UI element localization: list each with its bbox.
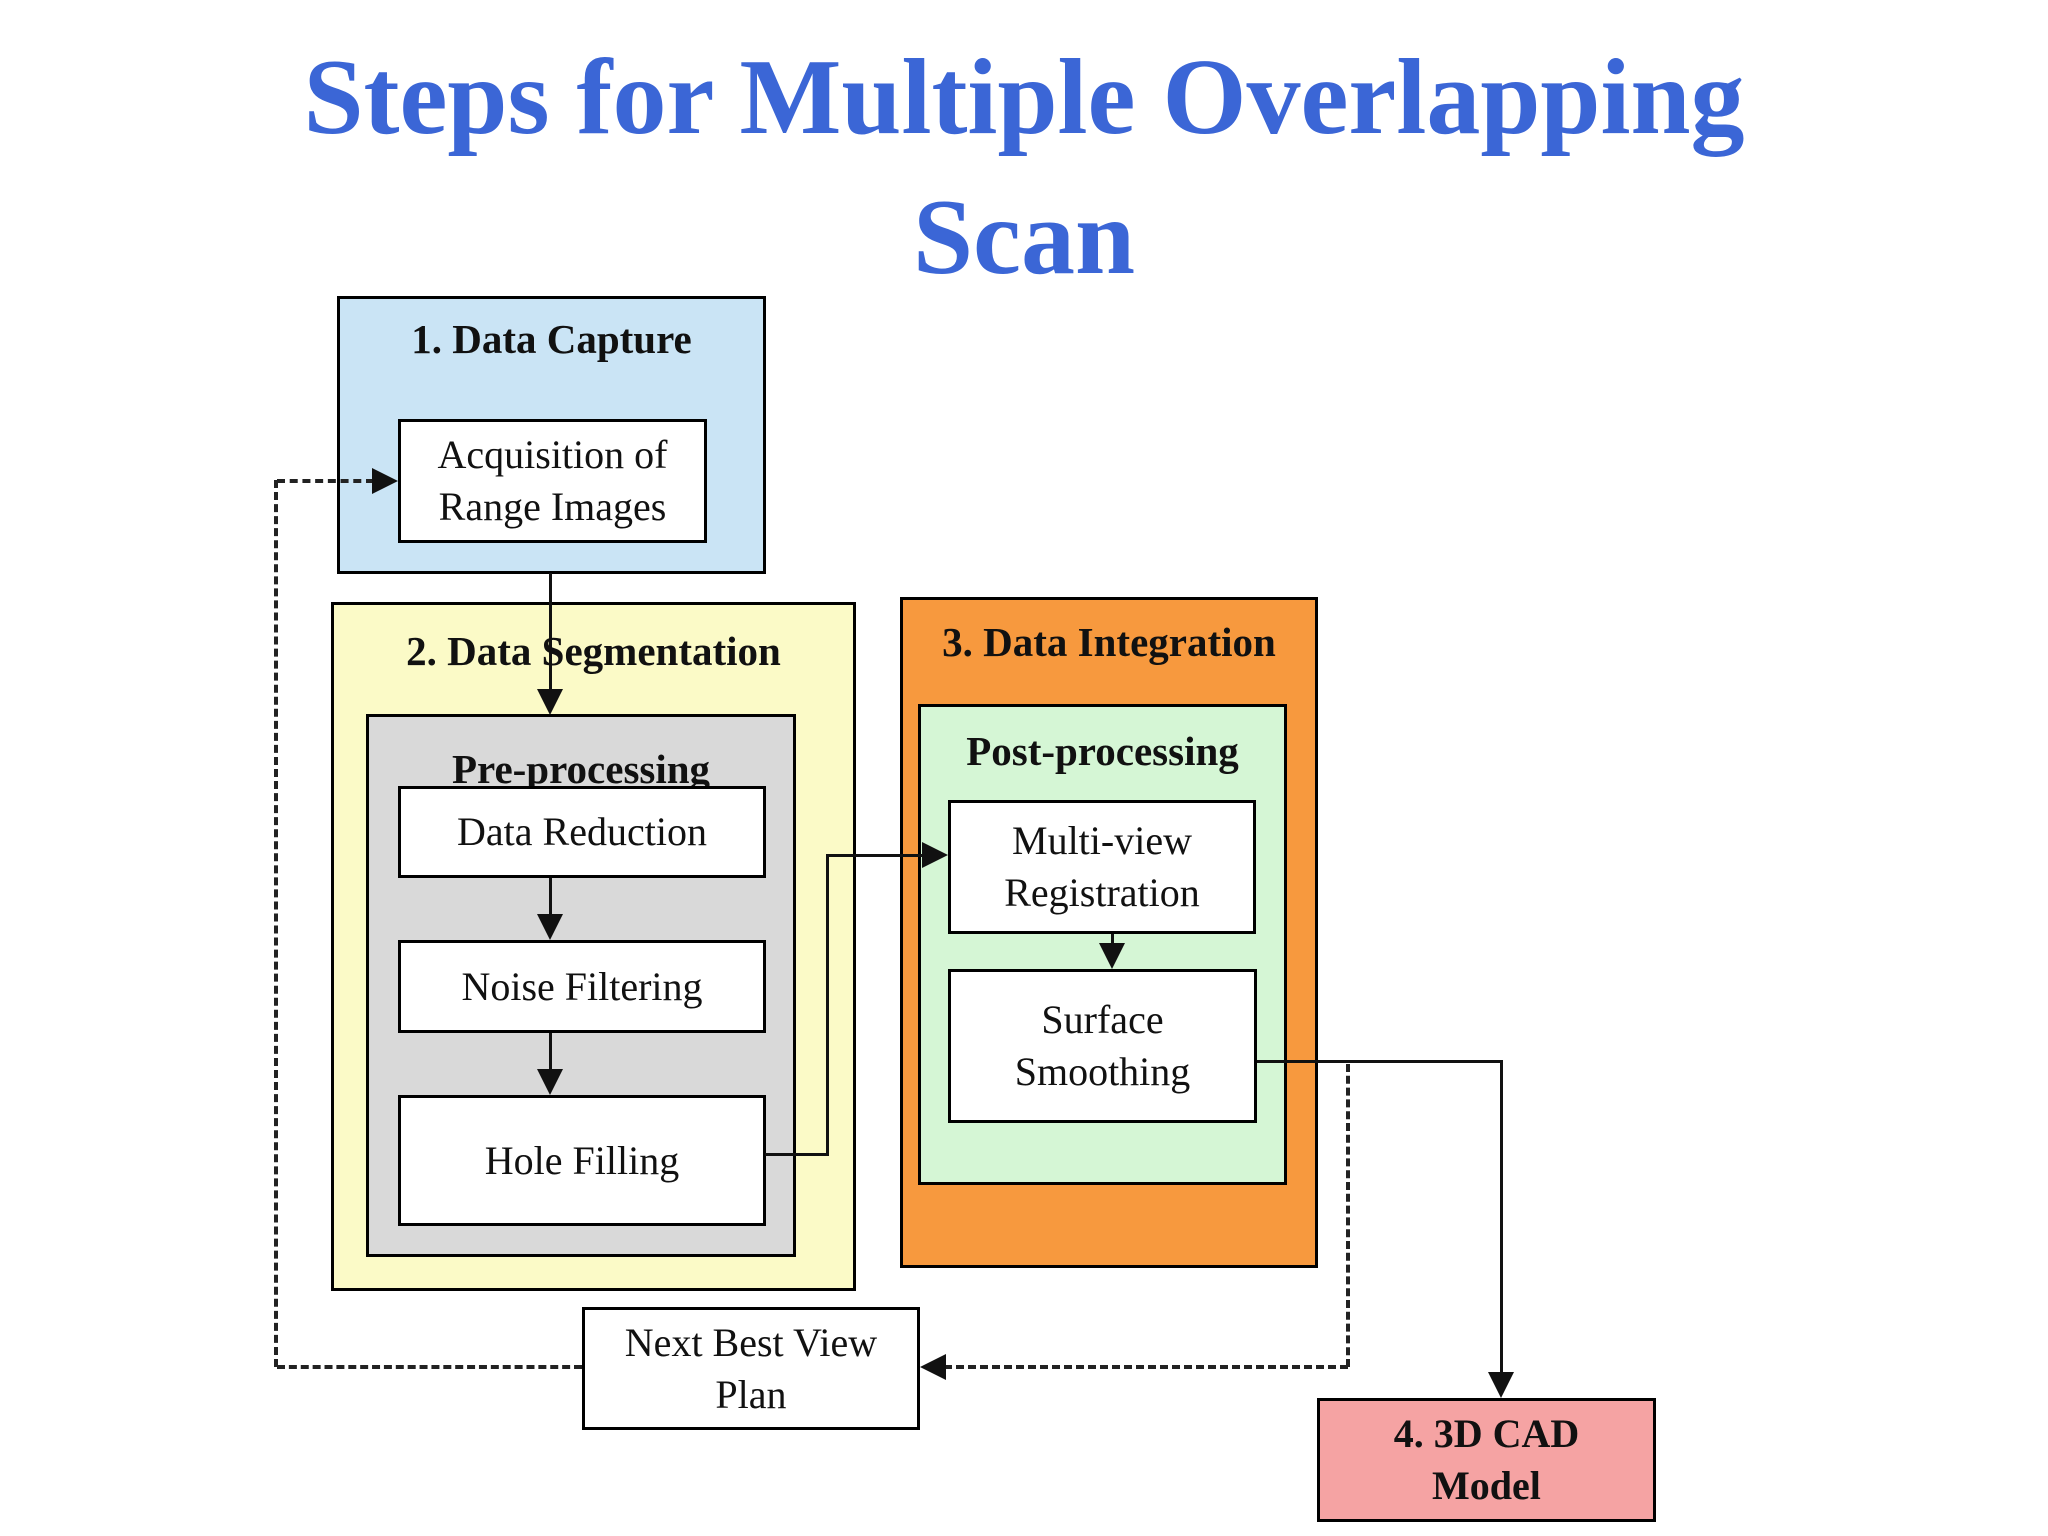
arrow-filtering-to-hole-filling-line bbox=[549, 1033, 552, 1071]
dashed-left-bottom-horizontal bbox=[277, 1365, 582, 1369]
connector-smoothing-seg-horizontal bbox=[1257, 1060, 1503, 1063]
dashed-feedback-head-icon bbox=[920, 1354, 946, 1380]
box-surface-smoothing: Surface Smoothing bbox=[948, 969, 1257, 1123]
arrow-capture-to-preprocessing-head-icon bbox=[537, 689, 563, 715]
cad-model-line-1: 4. 3D CAD bbox=[1393, 1411, 1580, 1456]
dashed-left-vertical bbox=[274, 480, 278, 1367]
connector-smoothing-seg-vertical bbox=[1500, 1060, 1503, 1372]
arrow-registration-to-smoothing-head-icon bbox=[1099, 943, 1125, 969]
box-multi-view-registration-label: Multi-view Registration bbox=[1004, 815, 1200, 919]
cad-model-line-2: Model bbox=[1432, 1463, 1541, 1508]
arrow-filtering-to-hole-filling-head-icon bbox=[537, 1069, 563, 1095]
box-3d-cad-model: 4. 3D CAD Model bbox=[1317, 1398, 1656, 1522]
dashed-right-vertical bbox=[1346, 1064, 1350, 1367]
arrow-registration-to-smoothing-line bbox=[1111, 934, 1114, 947]
connector-hole-filling-seg-top bbox=[826, 854, 922, 857]
box-multi-view-registration: Multi-view Registration bbox=[948, 800, 1256, 934]
title-line-2: Scan bbox=[912, 178, 1136, 297]
connector-hole-filling-seg-vertical bbox=[826, 854, 829, 1156]
next-best-view-line-1: Next Best View bbox=[624, 1319, 878, 1365]
box-pre-processing-title: Pre-processing bbox=[451, 746, 711, 792]
box-data-segmentation-title: 2. Data Segmentation bbox=[406, 628, 781, 674]
box-noise-filtering-label: Noise Filtering bbox=[461, 963, 703, 1009]
connector-hole-filling-seg-bottom bbox=[765, 1153, 829, 1156]
arrow-reduction-to-filtering-line bbox=[549, 878, 552, 916]
box-surface-smoothing-label: Surface Smoothing bbox=[1015, 994, 1191, 1098]
multi-view-line-1: Multi-view bbox=[1012, 818, 1192, 863]
slide-title: Steps for Multiple Overlapping Scan bbox=[0, 28, 2048, 308]
dashed-acquisition-head-icon bbox=[372, 468, 398, 494]
dashed-left-top-horizontal bbox=[277, 479, 374, 483]
box-data-reduction-label: Data Reduction bbox=[457, 809, 707, 854]
box-data-capture-title: 1. Data Capture bbox=[411, 316, 692, 362]
box-acquisition-label: Acquisition of Range Images bbox=[438, 429, 668, 533]
surface-smoothing-line-1: Surface bbox=[1041, 997, 1164, 1042]
acquisition-line-2: Range Images bbox=[438, 484, 667, 529]
box-hole-filling-label: Hole Filling bbox=[484, 1137, 680, 1183]
box-next-best-view-plan: Next Best View Plan bbox=[582, 1307, 920, 1430]
box-next-best-view-plan-label: Next Best View Plan bbox=[625, 1317, 877, 1421]
box-noise-filtering: Noise Filtering bbox=[398, 940, 766, 1033]
connector-hole-filling-head-icon bbox=[922, 842, 948, 868]
box-3d-cad-model-label: 4. 3D CAD Model bbox=[1394, 1408, 1580, 1512]
title-line-1: Steps for Multiple Overlapping bbox=[303, 38, 1745, 157]
dashed-right-horizontal bbox=[944, 1365, 1348, 1369]
surface-smoothing-line-2: Smoothing bbox=[1014, 1049, 1191, 1094]
connector-smoothing-head-icon bbox=[1488, 1372, 1514, 1398]
box-data-reduction: Data Reduction bbox=[398, 786, 766, 878]
box-data-integration-title: 3. Data Integration bbox=[942, 619, 1276, 665]
box-acquisition: Acquisition of Range Images bbox=[398, 419, 707, 543]
next-best-view-line-2: Plan bbox=[715, 1371, 787, 1417]
arrow-capture-to-preprocessing-line bbox=[549, 573, 552, 691]
box-hole-filling: Hole Filling bbox=[398, 1095, 766, 1226]
acquisition-line-1: Acquisition of bbox=[437, 432, 668, 477]
multi-view-line-2: Registration bbox=[1004, 870, 1200, 915]
arrow-reduction-to-filtering-head-icon bbox=[537, 914, 563, 940]
box-post-processing-title: Post-processing bbox=[966, 728, 1239, 774]
